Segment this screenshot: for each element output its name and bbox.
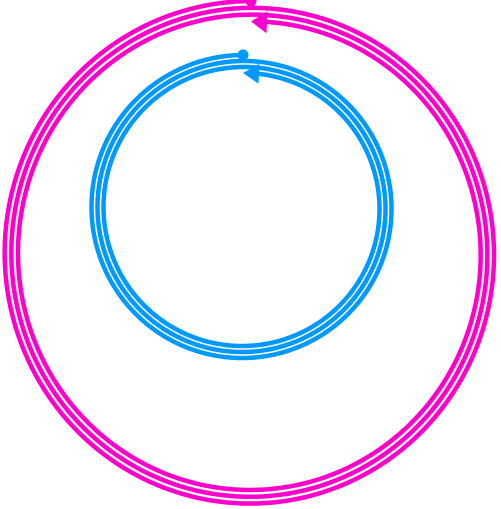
inner-spiral [89, 49, 394, 361]
inner-spiral-arrowhead [243, 63, 260, 84]
outer-spiral-arrowhead [251, 11, 268, 34]
inner-spiral-path [89, 52, 394, 361]
inner-spiral-start-dot [237, 49, 249, 61]
outer-spiral-start-dot [245, 0, 257, 7]
